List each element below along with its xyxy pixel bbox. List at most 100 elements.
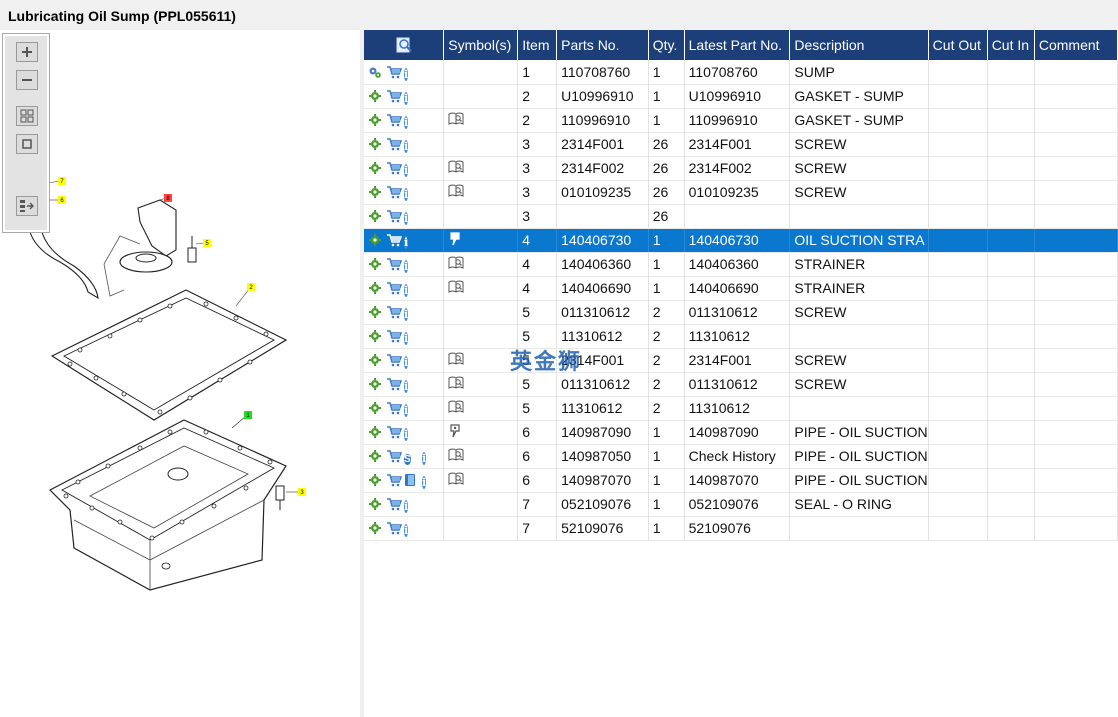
pane-splitter[interactable] <box>360 30 364 717</box>
info-icon[interactable]: i <box>404 308 409 321</box>
gears-icon[interactable] <box>368 65 382 79</box>
book-search-icon[interactable] <box>448 184 464 200</box>
info-icon[interactable]: i <box>404 284 409 297</box>
gear-icon[interactable] <box>368 233 382 247</box>
gear-icon[interactable] <box>368 449 382 463</box>
column-header-cut-out[interactable]: Cut Out <box>928 30 988 60</box>
cart-icon[interactable] <box>386 305 403 319</box>
gear-icon[interactable] <box>368 161 382 175</box>
cart-icon[interactable] <box>386 497 403 511</box>
cart-icon[interactable] <box>386 137 403 151</box>
gear-icon[interactable] <box>368 497 382 511</box>
zoom-out-button[interactable] <box>16 70 38 90</box>
column-header-description[interactable]: Description <box>789 30 929 60</box>
cart-icon[interactable] <box>386 233 403 247</box>
cart-icon[interactable] <box>386 209 403 223</box>
info-icon[interactable]: i <box>422 476 427 489</box>
gear-icon[interactable] <box>368 185 382 199</box>
column-header-qty[interactable]: Qty. <box>648 30 685 60</box>
gear-icon[interactable] <box>368 473 382 487</box>
gear-icon[interactable] <box>368 209 382 223</box>
symbol-cell[interactable] <box>443 444 519 469</box>
actual-size-button[interactable] <box>16 134 38 154</box>
symbol-cell[interactable] <box>443 468 519 493</box>
cart-icon[interactable] <box>386 89 403 103</box>
info-icon[interactable]: i <box>404 524 409 537</box>
cart-icon[interactable] <box>386 257 403 271</box>
book-search-icon[interactable] <box>448 352 464 368</box>
column-header-latest-part-no[interactable]: Latest Part No. <box>684 30 791 60</box>
info-icon[interactable]: i <box>404 236 409 249</box>
column-header-comment[interactable]: Comment <box>1034 30 1118 60</box>
symbol-cell[interactable] <box>443 420 519 445</box>
cart-icon[interactable] <box>386 161 403 175</box>
info-icon[interactable]: i <box>404 260 409 273</box>
symbol-cell[interactable] <box>443 348 519 373</box>
column-header-cut-in[interactable]: Cut In <box>987 30 1035 60</box>
column-header-actions[interactable] <box>364 30 445 60</box>
info-icon[interactable]: i <box>404 500 409 513</box>
info-icon[interactable]: i <box>404 356 409 369</box>
symbol-cell[interactable] <box>443 396 519 421</box>
cart-icon[interactable] <box>386 473 403 487</box>
cart-icon[interactable] <box>386 65 403 79</box>
column-header-parts-no[interactable]: Parts No. <box>556 30 649 60</box>
gear-icon[interactable] <box>368 401 382 415</box>
info-icon[interactable]: i <box>404 404 409 417</box>
gear-icon[interactable] <box>368 281 382 295</box>
pin-icon[interactable] <box>448 423 462 441</box>
zoom-in-button[interactable] <box>16 42 38 62</box>
toggle-panel-button[interactable] <box>16 196 38 216</box>
book-search-icon[interactable] <box>448 112 464 128</box>
symbol-cell[interactable] <box>443 228 519 253</box>
cart-icon[interactable] <box>386 113 403 127</box>
info-icon[interactable]: i <box>404 332 409 345</box>
cart-icon[interactable] <box>386 425 403 439</box>
gear-icon[interactable] <box>368 113 382 127</box>
symbol-cell[interactable] <box>443 180 519 205</box>
cart-icon[interactable] <box>386 185 403 199</box>
pin-icon[interactable] <box>448 231 462 249</box>
book-search-icon[interactable] <box>448 448 464 464</box>
gear-icon[interactable] <box>368 257 382 271</box>
symbol-cell[interactable] <box>443 276 519 301</box>
s-badge-icon[interactable]: S <box>404 454 411 465</box>
gear-icon[interactable] <box>368 305 382 319</box>
document-icon[interactable] <box>404 473 418 487</box>
info-icon[interactable]: i <box>404 164 409 177</box>
exploded-parts-drawing[interactable]: 7 6 8 5 2 1 3 <box>0 30 360 717</box>
symbol-cell[interactable] <box>443 108 519 133</box>
cart-icon[interactable] <box>386 329 403 343</box>
gear-icon[interactable] <box>368 521 382 535</box>
cart-icon[interactable] <box>386 401 403 415</box>
info-icon[interactable]: i <box>404 92 409 105</box>
book-search-icon[interactable] <box>448 160 464 176</box>
book-search-icon[interactable] <box>448 280 464 296</box>
book-search-icon[interactable] <box>448 400 464 416</box>
cart-icon[interactable] <box>386 521 403 535</box>
symbol-cell[interactable] <box>443 252 519 277</box>
cart-icon[interactable] <box>386 449 403 463</box>
column-header-item[interactable]: Item <box>517 30 558 60</box>
book-search-icon[interactable] <box>448 256 464 272</box>
book-search-icon[interactable] <box>448 472 464 488</box>
fit-page-button[interactable] <box>16 106 38 126</box>
gear-icon[interactable] <box>368 329 382 343</box>
symbol-cell[interactable] <box>443 156 519 181</box>
book-search-icon[interactable] <box>448 376 464 392</box>
